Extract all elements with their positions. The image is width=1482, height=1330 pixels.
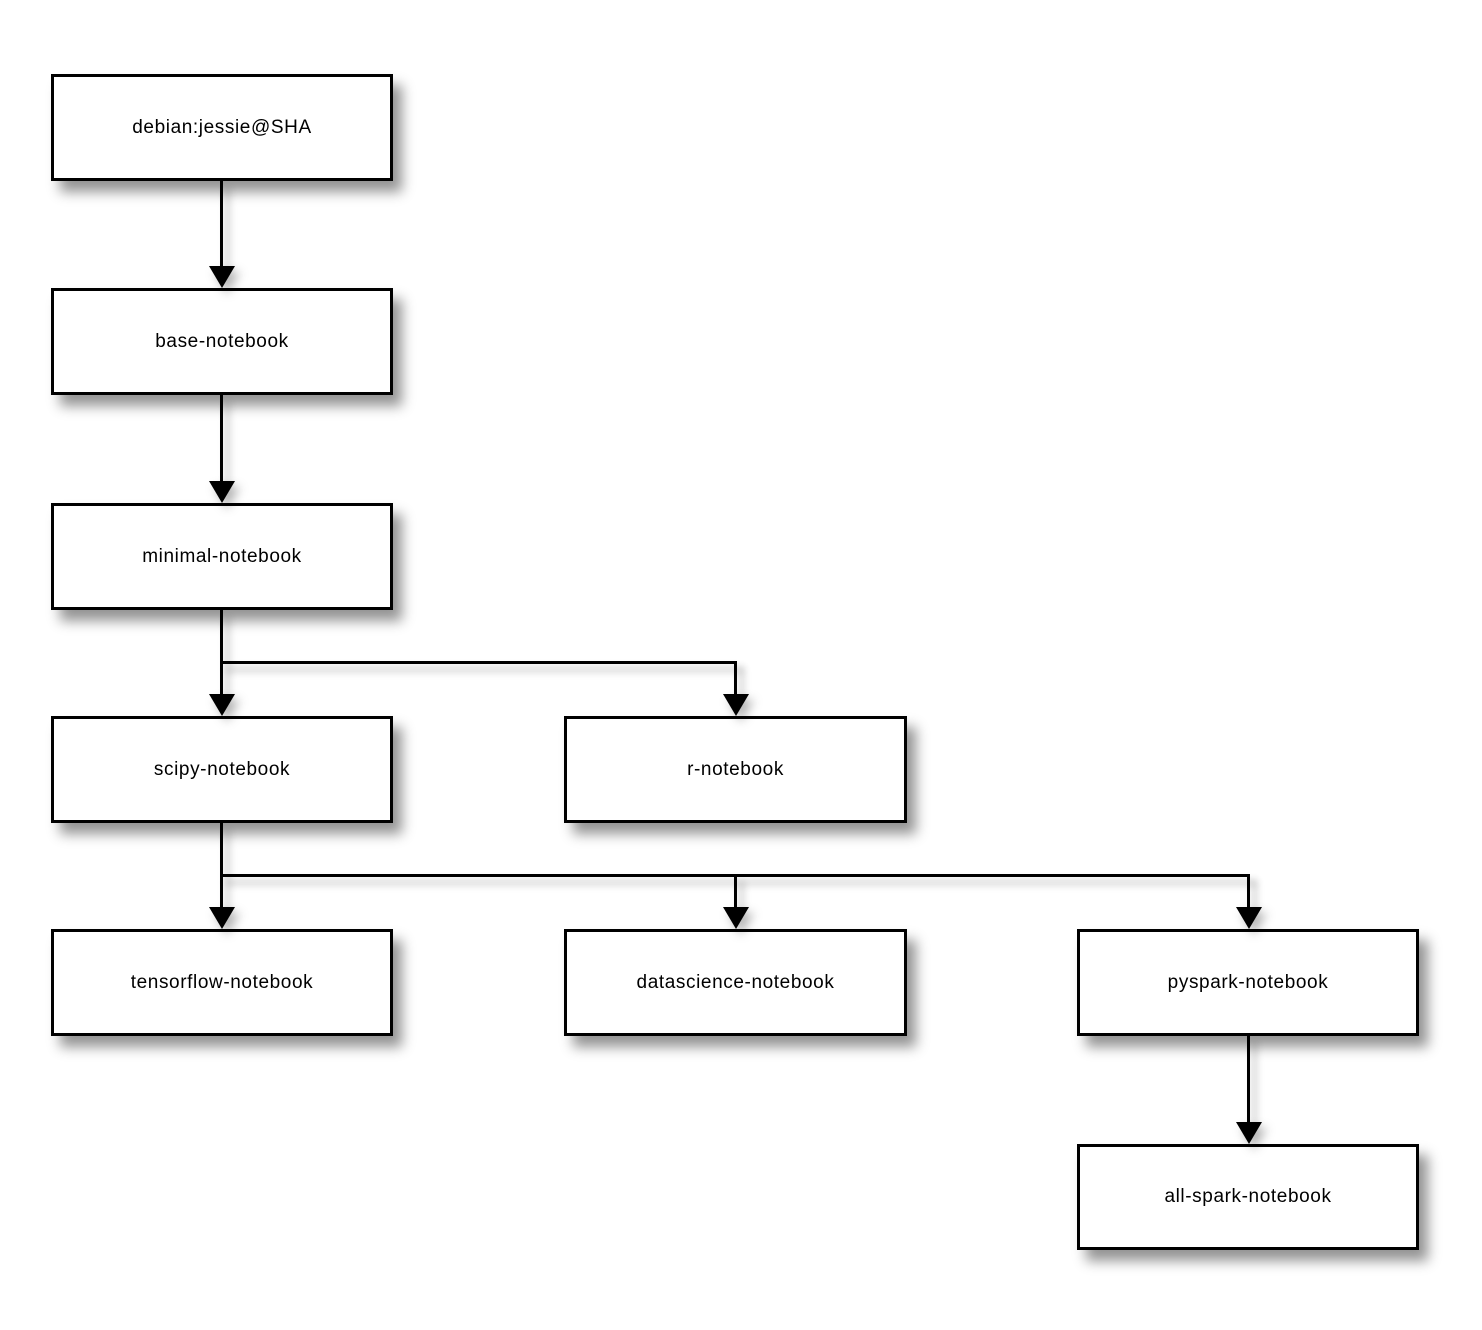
edge-minimal-to-r-drop-line [734, 661, 737, 695]
edge-pyspark-to-allspark-line [1247, 1036, 1250, 1123]
node-debian-jessie: debian:jessie@SHA [51, 74, 393, 181]
node-minimal-notebook: minimal-notebook [51, 503, 393, 610]
node-datascience-notebook: datascience-notebook [564, 929, 907, 1036]
edge-scipy-to-pyspark-arrowhead-icon [1236, 907, 1262, 929]
edge-scipy-stem-line [220, 823, 223, 908]
edge-scipy-to-datascience-drop-line [734, 874, 737, 908]
node-tensorflow-notebook: tensorflow-notebook [51, 929, 393, 1036]
node-base-notebook: base-notebook [51, 288, 393, 395]
node-label: debian:jessie@SHA [132, 116, 312, 138]
edge-minimal-branch-line [220, 661, 737, 664]
edge-pyspark-to-allspark-arrowhead-icon [1236, 1122, 1262, 1144]
node-label: minimal-notebook [142, 545, 302, 567]
node-label: scipy-notebook [153, 758, 291, 780]
edge-base-to-minimal-arrowhead-icon [209, 481, 235, 503]
edge-debian-to-base-arrowhead-icon [209, 266, 235, 288]
node-label: datascience-notebook [636, 971, 835, 993]
edge-base-to-minimal-line [220, 395, 223, 482]
node-label: all-spark-notebook [1164, 1186, 1332, 1207]
edge-minimal-stem-line [220, 610, 223, 695]
node-all-spark-notebook: all-spark-notebook [1077, 1144, 1419, 1250]
edge-scipy-to-pyspark-drop-line [1247, 874, 1250, 908]
node-scipy-notebook: scipy-notebook [51, 716, 393, 823]
node-pyspark-notebook: pyspark-notebook [1077, 929, 1419, 1036]
node-label: tensorflow-notebook [130, 971, 314, 993]
node-r-notebook: r-notebook [564, 716, 907, 823]
edge-scipy-to-datascience-arrowhead-icon [723, 907, 749, 929]
node-label: pyspark-notebook [1167, 971, 1329, 993]
edge-scipy-to-tensorflow-arrowhead-icon [209, 907, 235, 929]
edge-minimal-to-r-arrowhead-icon [723, 694, 749, 716]
node-label: base-notebook [155, 330, 289, 352]
node-label: r-notebook [687, 758, 784, 780]
edge-minimal-to-scipy-arrowhead-icon [209, 694, 235, 716]
edge-debian-to-base-line [220, 181, 223, 267]
